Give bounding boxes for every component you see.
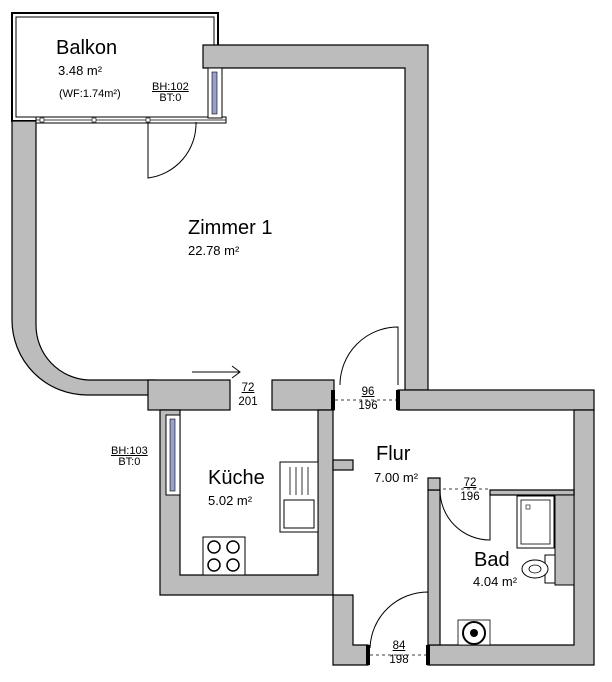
stove [202, 536, 246, 576]
shower [516, 495, 555, 549]
door-dimension-bad: 72 196 [450, 477, 490, 503]
door-entrance-swing [369, 591, 429, 649]
door-width-kueche: 72 [241, 382, 255, 394]
door-height-zimmer1: 196 [358, 399, 378, 412]
wall-bad-shower-wall [554, 494, 575, 586]
door-width-entrance: 84 [392, 640, 406, 652]
wall-bad-left [427, 489, 441, 646]
wall-flur-left [332, 594, 369, 666]
door-width-bad: 72 [463, 477, 477, 489]
room-name-kueche: Küche [208, 467, 265, 489]
dimension-lines [335, 399, 488, 656]
door-dimension-kueche: 72 201 [228, 382, 268, 408]
door-height-kueche: 201 [238, 395, 258, 408]
balcony-window-right [207, 67, 223, 119]
wall-zimmer-bottom-right [397, 389, 595, 411]
door-jambs [331, 390, 430, 665]
room-note-balkon: (WF:1.74m²) [59, 88, 121, 100]
window-bh-balkon: BH:102 [152, 81, 189, 93]
room-name-flur: Flur [376, 443, 411, 465]
toilet [521, 554, 556, 584]
door-zimmer-swing [339, 326, 399, 386]
kueche-window [165, 414, 181, 496]
door-balkon-swing [147, 121, 197, 179]
balcony-window-bottom [35, 116, 227, 124]
door-dimension-zimmer1: 96 196 [348, 386, 388, 412]
door-bad-swing [439, 489, 491, 541]
washer [457, 619, 491, 646]
room-area-flur: 7.00 m² [374, 470, 419, 485]
sink [279, 461, 319, 533]
balcony-outline [11, 12, 219, 122]
sliding-door-arrow [192, 365, 241, 379]
door-width-zimmer1: 96 [361, 386, 375, 398]
window-label-kueche: BH:103 BT:0 [111, 446, 148, 468]
room-area-balkon: 3.48 m² [58, 63, 103, 78]
door-height-entrance: 198 [389, 653, 409, 666]
room-name-balkon: Balkon [56, 37, 118, 59]
wall-zimmer-outer [11, 120, 156, 396]
door-height-bad: 196 [460, 490, 480, 503]
room-name-bad: Bad [474, 549, 510, 571]
wall-kueche-stub [332, 459, 354, 471]
window-label-balkon: BH:102 BT:0 [152, 82, 189, 104]
room-area-zimmer1: 22.78 m² [188, 243, 240, 258]
window-bt-balkon: BT:0 [159, 92, 182, 104]
wall-zimmer-bottom-left [147, 379, 231, 411]
window-bh-kueche: BH:103 [111, 445, 148, 457]
room-area-bad: 4.04 m² [473, 574, 518, 589]
room-area-kueche: 5.02 m² [208, 493, 253, 508]
door-dimension-entrance: 84 198 [379, 640, 419, 666]
window-bt-kueche: BT:0 [118, 456, 141, 468]
wall-zimmer-bottom-mid [271, 379, 335, 411]
room-name-zimmer1: Zimmer 1 [188, 217, 273, 239]
